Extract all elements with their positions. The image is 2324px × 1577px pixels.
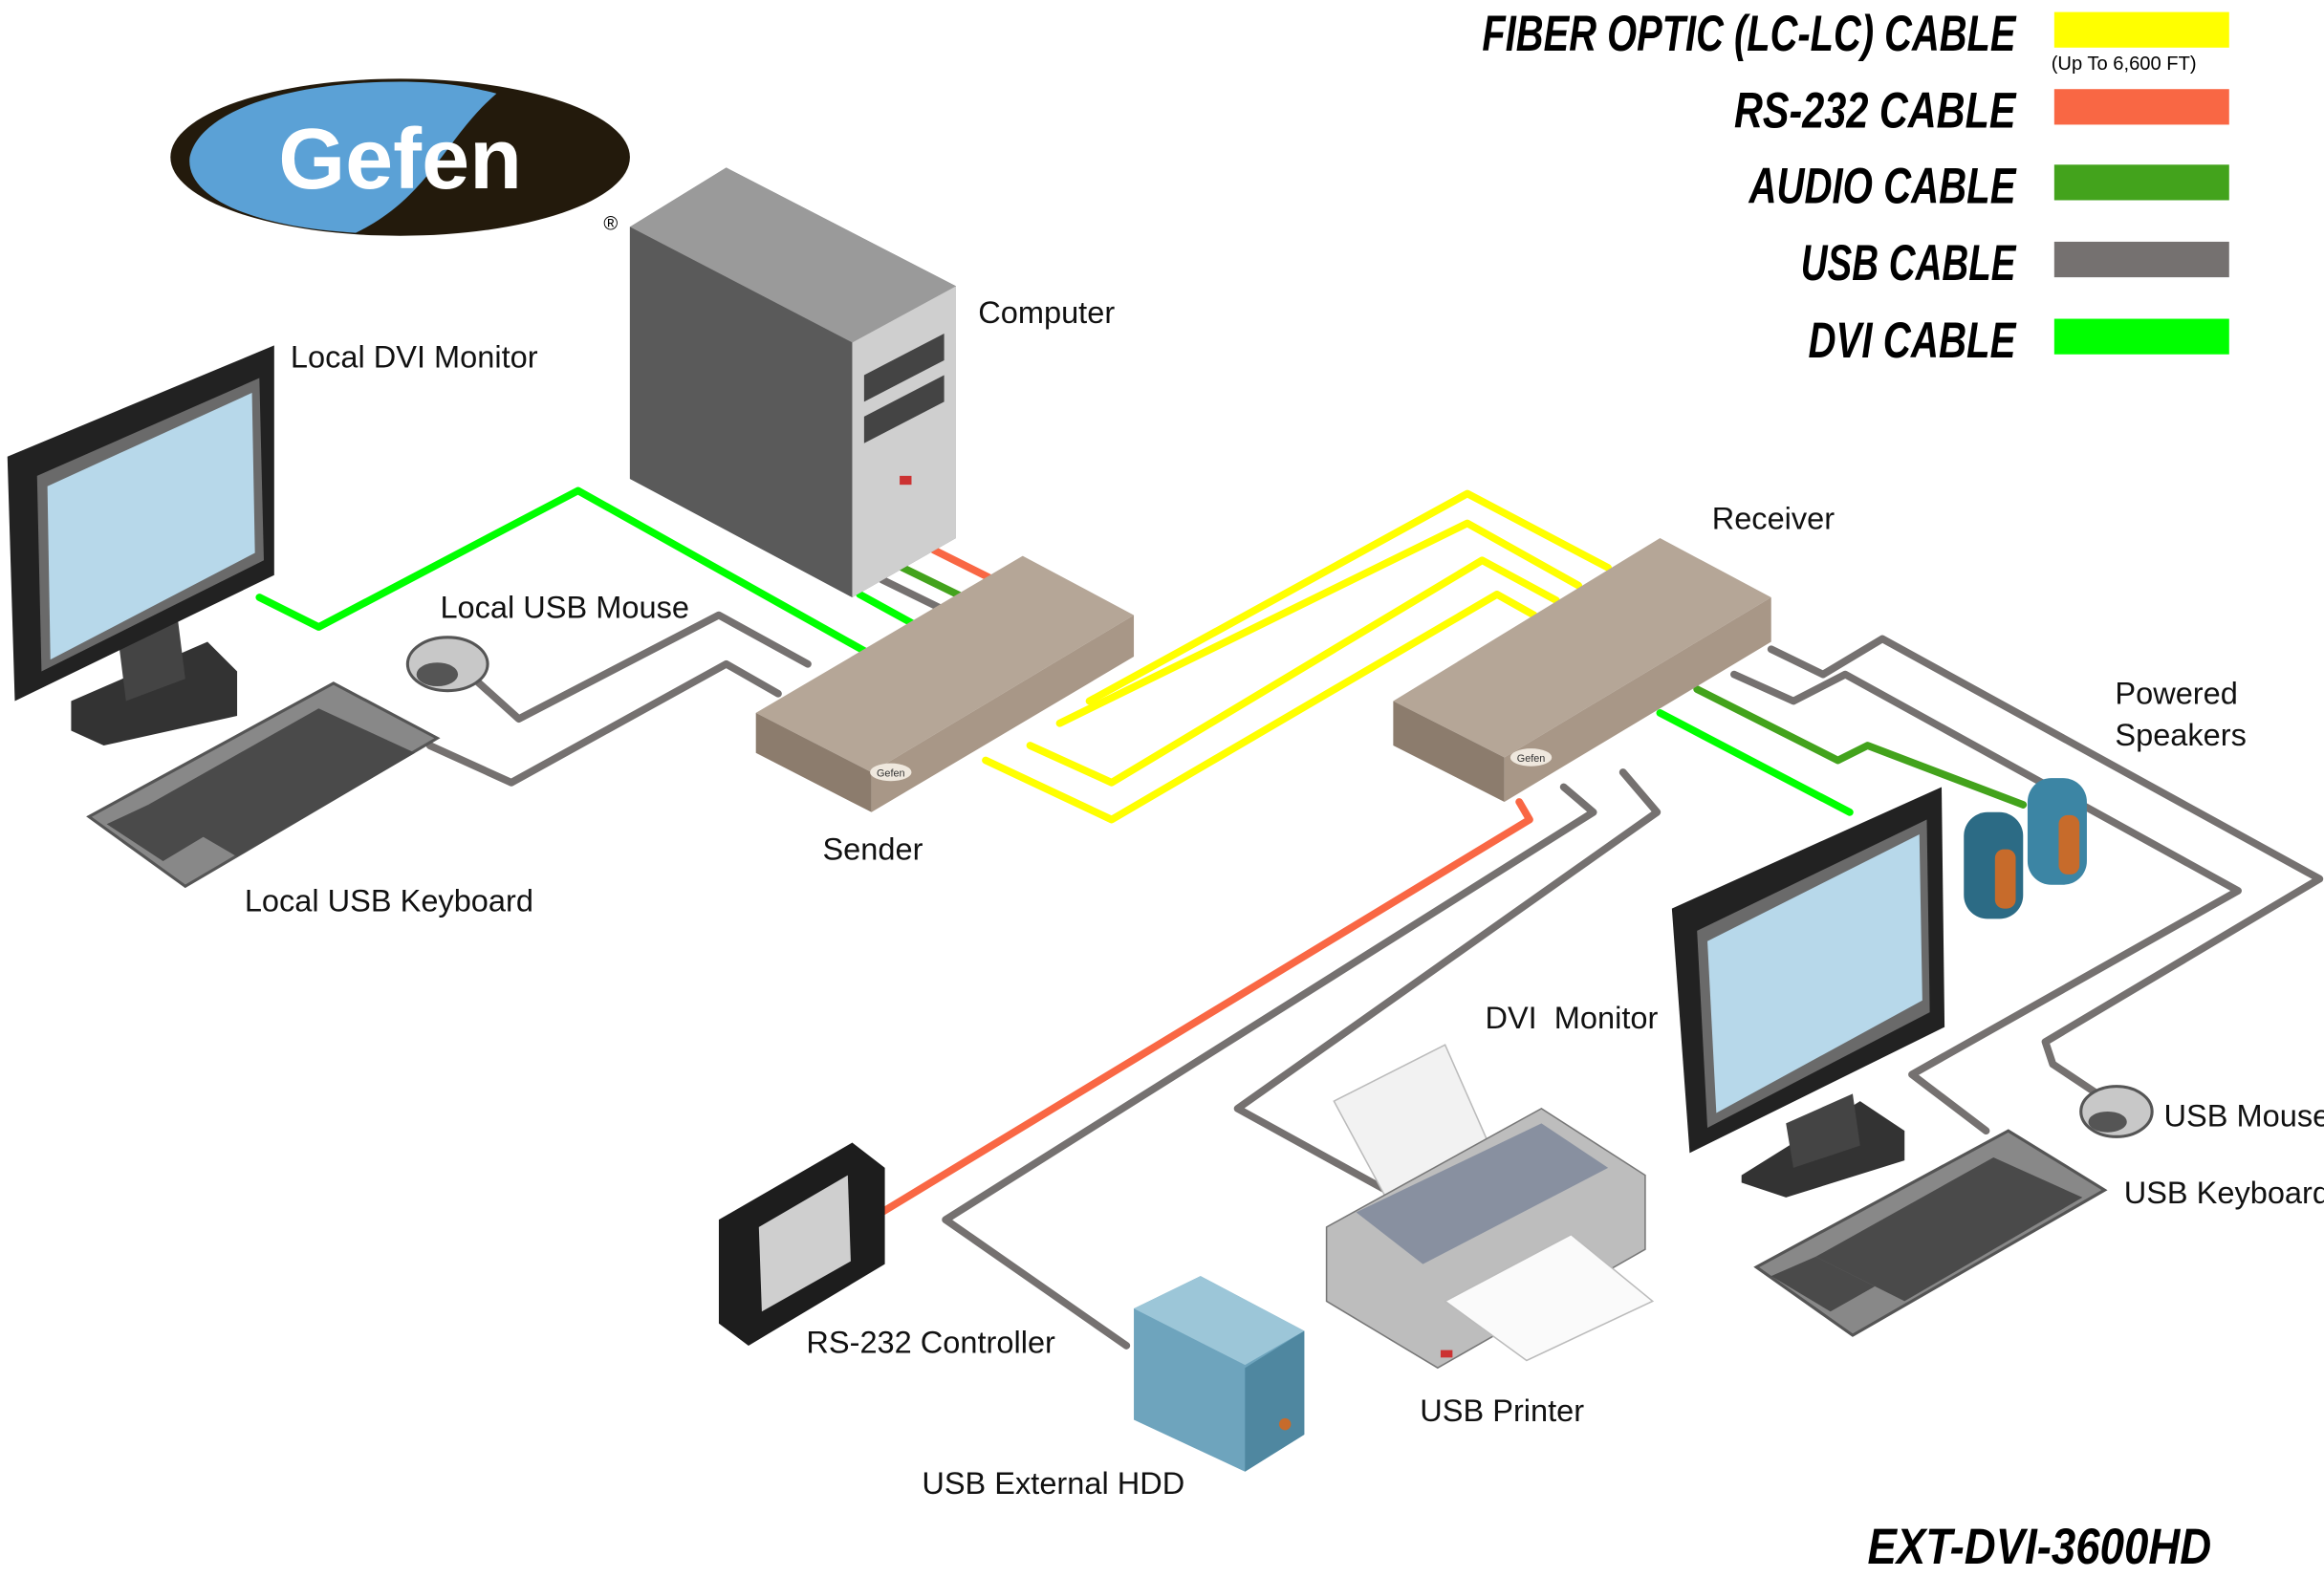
label-usb-keyboard: USB Keyboard: [2124, 1176, 2324, 1210]
rs232-cable: [878, 798, 1533, 1217]
registered-mark: ®: [603, 214, 618, 235]
legend-swatch-usb: [2053, 241, 2229, 278]
sender-brand: Gefen: [877, 768, 905, 780]
model-number: EXT-DVI-3600HD: [1867, 1519, 2211, 1575]
legend-label-fiber: FIBER OPTIC (LC-LC) CABLE: [1482, 6, 2017, 62]
label-local-keyboard: Local USB Keyboard: [245, 884, 533, 918]
device-labels: Computer Local DVI Monitor Local USB Mou…: [245, 295, 2324, 1501]
usb-mouse: [2079, 1085, 2154, 1138]
audio-cable: [1693, 685, 2028, 809]
legend-swatch-rs232: [2053, 89, 2229, 125]
label-usb-printer: USB Printer: [1420, 1393, 1584, 1428]
cables: [255, 486, 2324, 1350]
label-computer: Computer: [978, 295, 1115, 330]
legend-swatch-fiber: [2053, 11, 2229, 48]
usb-printer: [1325, 1044, 1655, 1370]
legend-label-dvi: DVI CABLE: [1808, 313, 2016, 369]
fiber-cable: [1026, 556, 1560, 787]
local-mouse-cable: [470, 611, 812, 724]
usb-keyboard: [1753, 1129, 2108, 1337]
label-speakers-line1: Powered: [2115, 677, 2237, 711]
local-usb-keyboard: [86, 681, 441, 889]
fiber-cable: [1055, 519, 1583, 727]
legend-note-fiber: (Up To 6,600 FT): [2052, 54, 2197, 75]
receiver-brand: Gefen: [1517, 753, 1546, 765]
rs232-controller: [718, 1142, 885, 1346]
hdd-usb-cable: [942, 783, 1597, 1350]
mouse-usb-cable: [1767, 635, 2324, 1098]
sender-unit: Gefen: [755, 555, 1135, 812]
label-rs232-controller: RS-232 Controller: [806, 1326, 1055, 1360]
computer-audio-cable: [893, 561, 967, 601]
local-dvi-cable: [255, 486, 879, 660]
legend-swatch-dvi: [2053, 318, 2229, 355]
logo-text: Gefen: [278, 112, 522, 207]
label-receiver: Receiver: [1712, 502, 1835, 536]
remote-dvi-cable: [1656, 709, 1854, 816]
label-usb-mouse: USB Mouse: [2164, 1098, 2324, 1133]
computer-tower: [629, 167, 956, 598]
local-dvi-monitor: [7, 345, 274, 746]
legend-label-usb: USB CABLE: [1801, 235, 2017, 292]
legend-label-rs232: RS-232 CABLE: [1734, 83, 2017, 140]
local-usb-mouse: [405, 636, 489, 693]
label-local-monitor: Local DVI Monitor: [291, 340, 538, 375]
label-sender: Sender: [822, 832, 923, 866]
label-local-mouse: Local USB Mouse: [440, 591, 689, 625]
legend-swatch-audio: [2053, 164, 2229, 201]
fiber-cable: [982, 591, 1538, 824]
printer-usb-cable: [1233, 768, 1662, 1195]
gefen-logo: Gefen ®: [170, 78, 630, 236]
label-dvi-monitor: DVI Monitor: [1485, 1001, 1658, 1035]
usb-external-hdd: [1134, 1276, 1305, 1472]
fiber-cable: [1085, 489, 1613, 705]
legend-label-audio: AUDIO CABLE: [1748, 159, 2017, 215]
cable-legend: FIBER OPTIC (LC-LC) CABLE (Up To 6,600 F…: [1482, 6, 2229, 369]
local-keyboard-cable: [425, 659, 782, 787]
powered-speakers: [1964, 778, 2087, 919]
dvi-monitor: [1671, 787, 1945, 1198]
receiver-unit: Gefen: [1393, 537, 1771, 802]
computer-dvi-cable: [856, 591, 923, 631]
computer-rs232-cable: [929, 546, 997, 584]
label-usb-hdd: USB External HDD: [922, 1466, 1184, 1501]
label-speakers-line2: Speakers: [2115, 718, 2247, 752]
